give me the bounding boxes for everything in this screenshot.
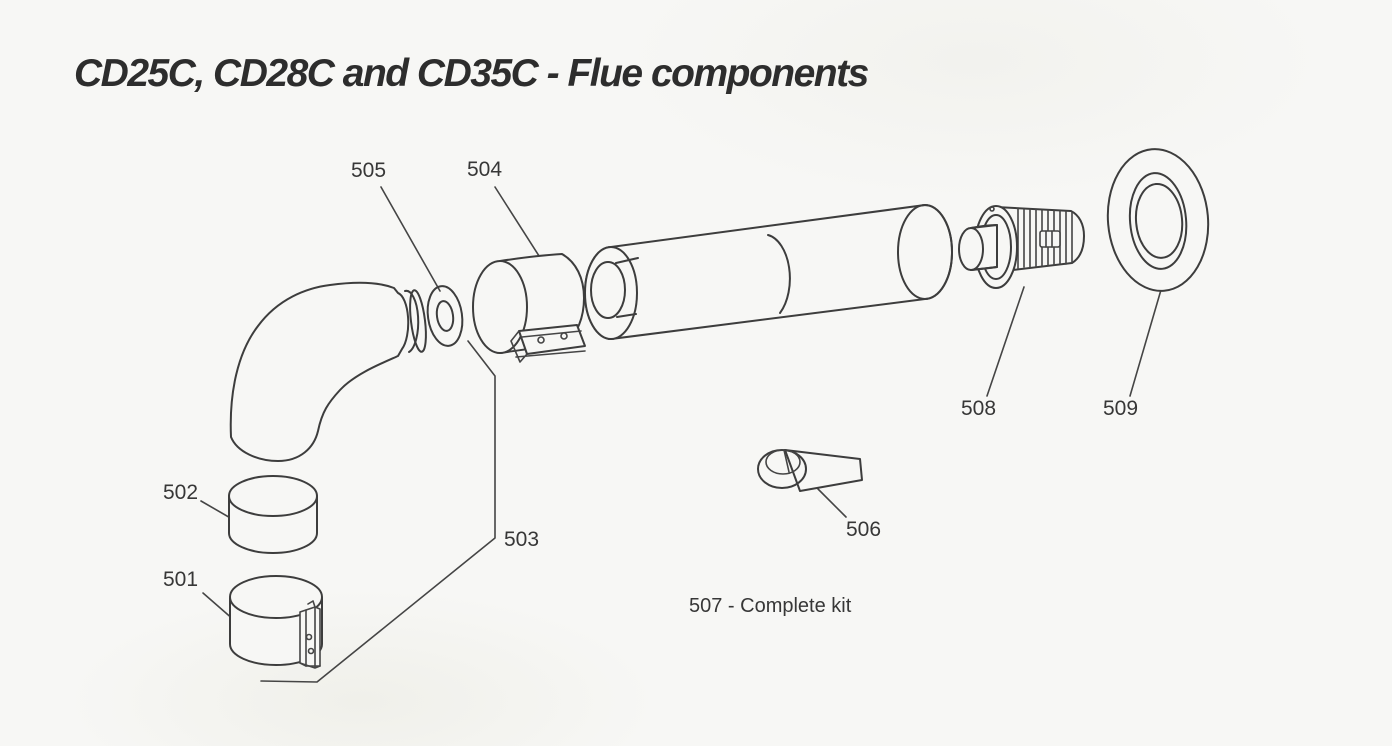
clamp-ring-drawing (229, 575, 323, 669)
clamp-collar-drawing (472, 253, 586, 363)
part-label-503: 503 (504, 528, 540, 551)
part-label-506: 506 (846, 518, 882, 541)
page-title: CD25C, CD28C and CD35C - Flue components (74, 52, 869, 95)
leader-line-506 (817, 488, 847, 518)
callout-line-503 (260, 340, 496, 683)
gasket-drawing (426, 285, 464, 347)
flue-bend-drawing (229, 281, 427, 462)
tube-seam (767, 234, 791, 314)
part-label-505: 505 (351, 159, 387, 182)
terminal-clip (1039, 230, 1061, 248)
bend-end-rim (409, 289, 427, 353)
tube-inner-pipe (590, 261, 626, 319)
flue-terminal-drawing (958, 205, 1085, 289)
leader-line-505 (380, 186, 441, 292)
gasket-hole (435, 300, 455, 332)
wall-ring-drawing (1106, 148, 1210, 292)
tube-closed-end (897, 204, 953, 300)
gasket-outer (426, 285, 464, 347)
tape-roll-top (765, 449, 801, 475)
tape-roll-drawing (757, 449, 863, 492)
flue-tube-drawing (584, 204, 953, 340)
ring-bracket (299, 600, 321, 669)
leader-line-509 (1129, 282, 1164, 397)
terminal-inner-pipe-cap (958, 227, 984, 271)
collar-bracket (518, 324, 586, 355)
plain-ring-drawing (228, 475, 318, 554)
part-label-508: 508 (961, 397, 997, 420)
part-label-501: 501 (163, 568, 199, 591)
tape-strip (784, 449, 863, 492)
bend-ridge-ring (404, 289, 420, 353)
part-label-509: 509 (1103, 397, 1139, 420)
leader-line-508 (986, 286, 1025, 397)
part-label-504: 504 (467, 158, 503, 181)
complete-kit-note: 507 - Complete kit (689, 595, 852, 617)
part-label-502: 502 (163, 481, 199, 504)
tape-roll-side (757, 449, 807, 489)
